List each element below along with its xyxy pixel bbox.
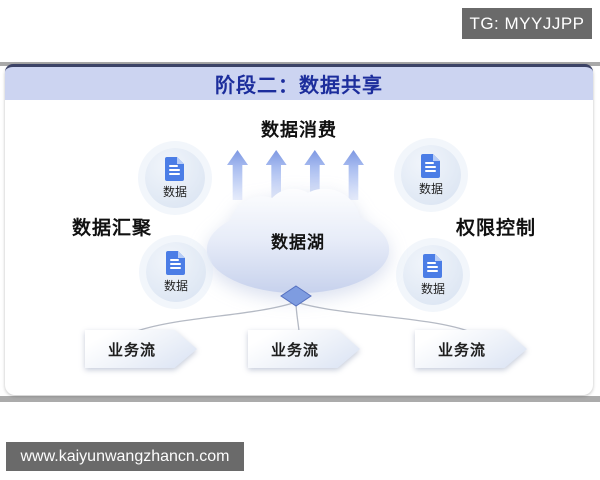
data-icon-badge: 数据 [401,145,461,205]
flow-label: 业务流 [85,330,197,368]
data-icon-badge: 数据 [146,242,206,302]
page-title: 阶段二：数据共享 [215,75,383,97]
data-lake-cloud: 数据湖 [203,182,393,298]
consumption-label: 数据消费 [261,120,337,140]
watermark-bar: www.kaiyunwangzhancn.com [6,442,244,471]
aggregation-label: 数据汇聚 [71,218,152,239]
flow-arrow: 业务流 [248,330,360,368]
data-icon-label: 数据 [420,282,445,296]
document-icon [165,157,184,181]
flow-arrow: 业务流 [415,330,527,368]
data-icon-label: 数据 [162,185,187,199]
document-icon [423,254,442,278]
watermark-text: www.kaiyunwangzhancn.com [20,447,230,465]
frame-stripe-bottom [0,396,600,402]
data-icon-badge: 数据 [145,148,205,208]
flow-label: 业务流 [248,330,360,368]
data-icon-label: 数据 [418,182,443,196]
up-arrows-group [227,150,364,200]
flow-label: 业务流 [415,330,527,368]
document-icon [421,154,440,178]
document-icon [166,251,185,275]
data-icon-label: 数据 [163,279,188,293]
tg-badge-text: TG: MYYJJPP [469,13,585,33]
permission-label: 权限控制 [455,218,536,239]
data-icon-badge: 数据 [403,245,463,305]
diagram-panel: 阶段二：数据共享 数据消费 [5,64,593,395]
flow-arrow: 业务流 [85,330,197,368]
tg-badge: TG: MYYJJPP [462,8,592,39]
panel-header: 阶段二：数据共享 [5,64,593,100]
lake-label: 数据湖 [271,232,325,252]
